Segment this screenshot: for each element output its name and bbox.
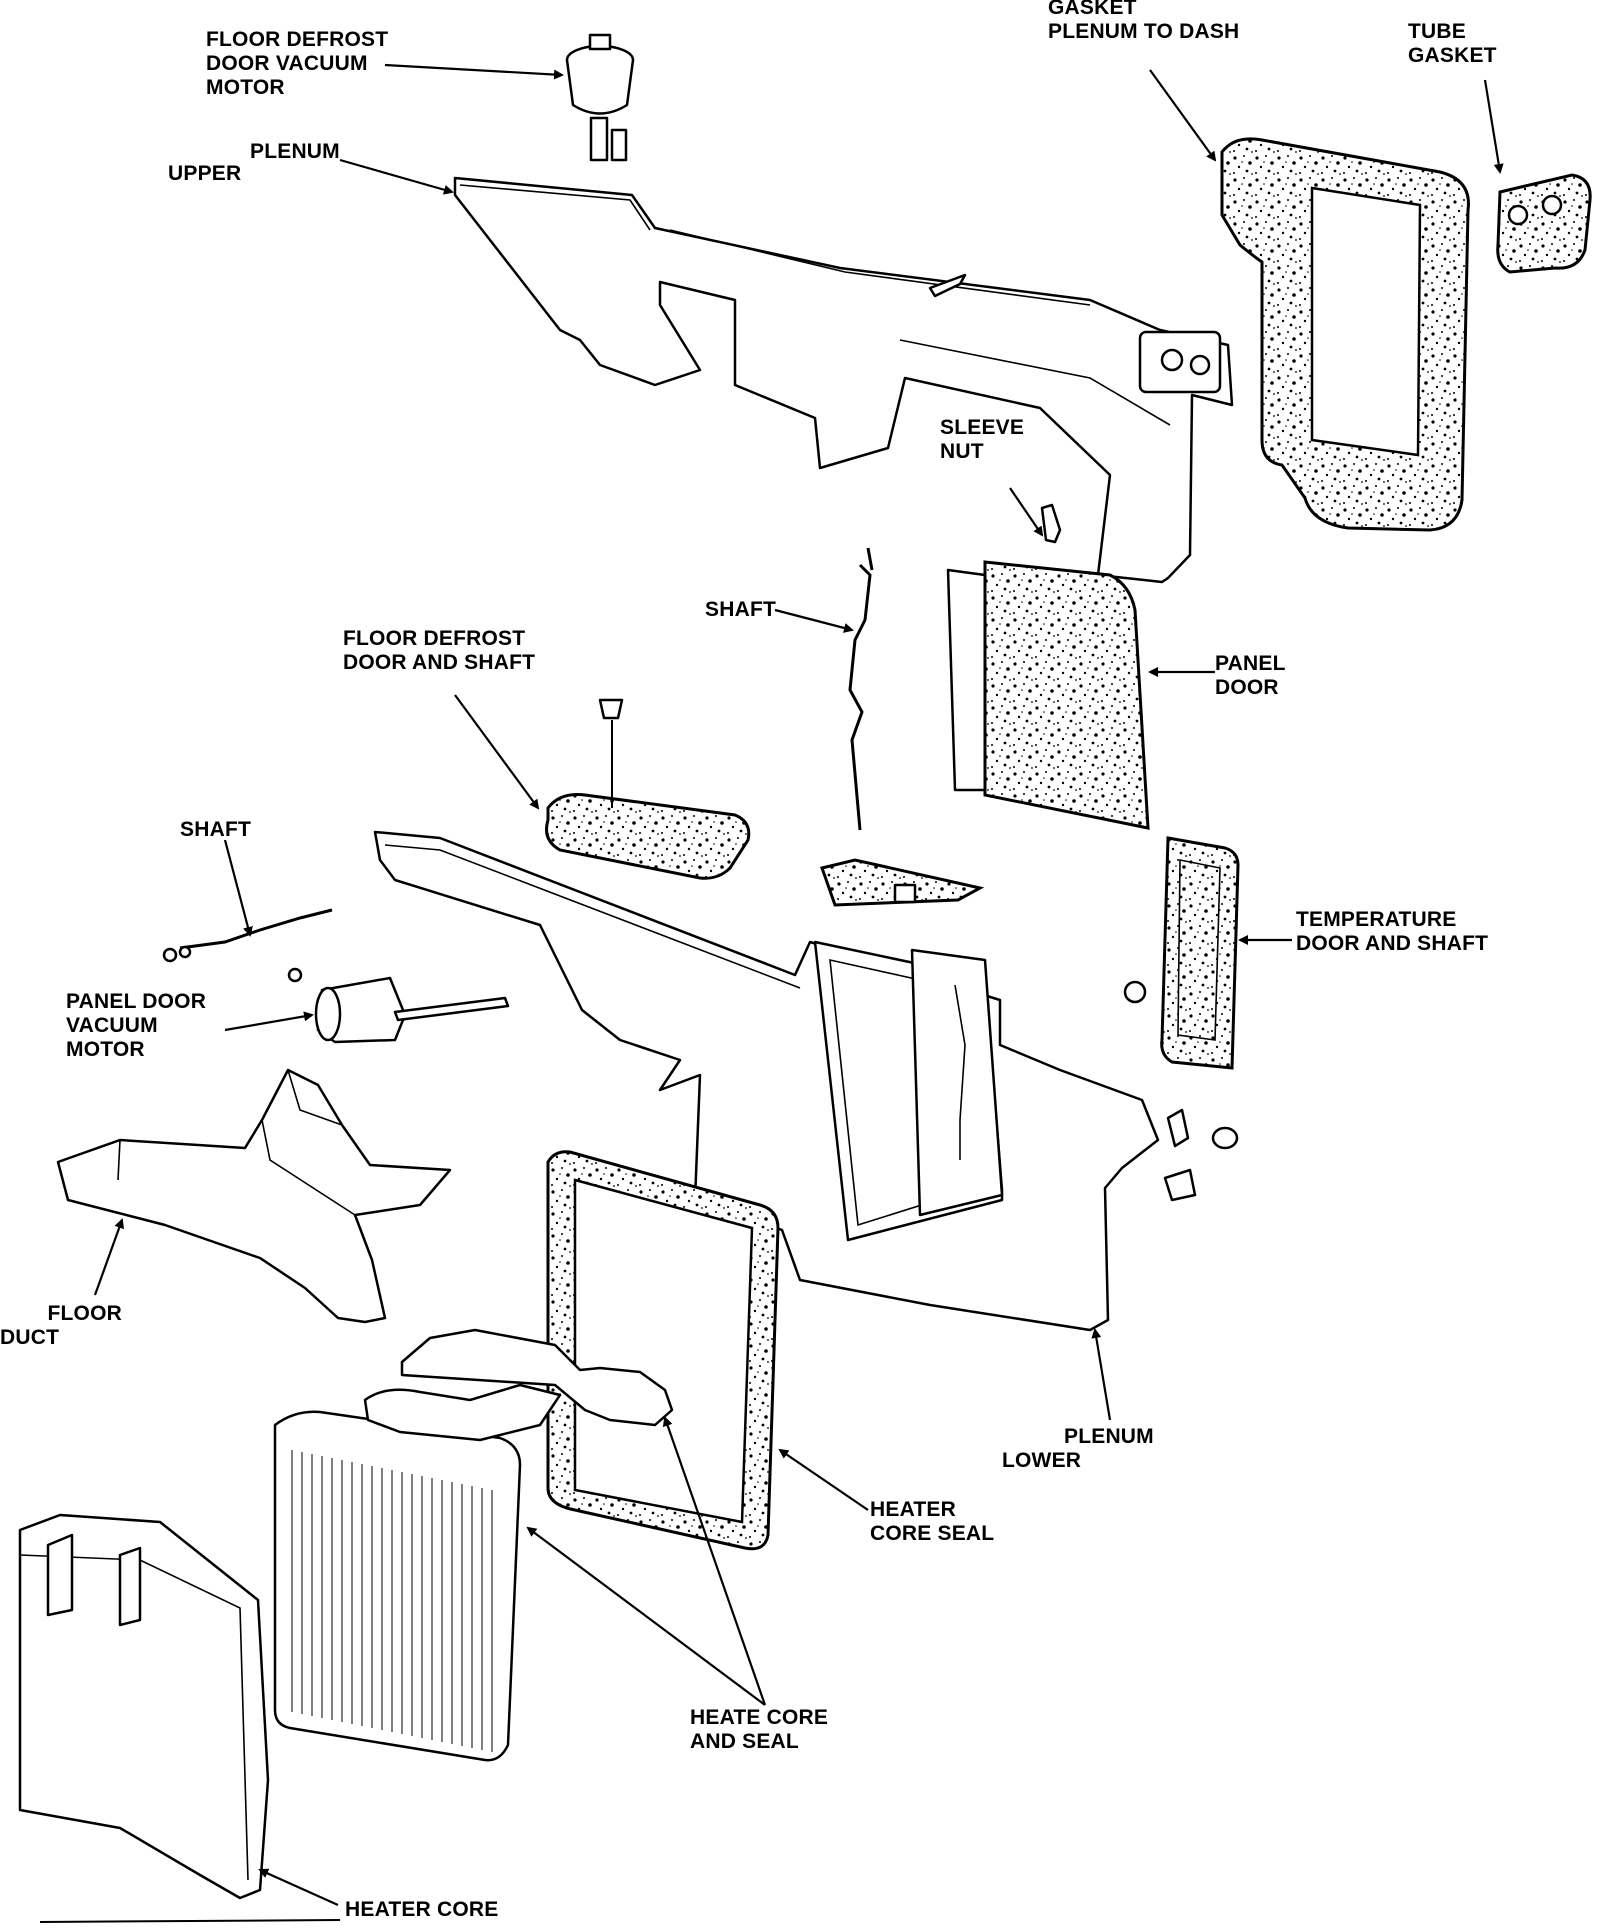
shaft-left-part [162, 908, 333, 963]
sleeve-nut-part [1040, 503, 1062, 544]
label-upper-plenum-plenum: PLENUM [250, 140, 340, 163]
label-tube-gasket: TUBE GASKET [1408, 20, 1497, 67]
label-shaft-upper: SHAFT [705, 598, 776, 621]
floor-defrost-door-part [545, 698, 751, 880]
tube-gasket-part [1496, 173, 1592, 274]
label-shaft-left: SHAFT [180, 818, 251, 841]
heater-core-tube-cover-part [400, 1328, 674, 1427]
label-floor-defrost-door-and-shaft: FLOOR DEFROST DOOR AND SHAFT [343, 627, 536, 674]
gasket-plenum-to-dash-part [1220, 137, 1470, 532]
lower-plenum-part [373, 830, 1160, 1332]
upper-plenum-part [453, 176, 1234, 584]
shaft-vertical-part [848, 547, 874, 831]
door-plate-part [820, 858, 985, 907]
label-plenum-lower: PLENUM LOWER [1002, 1425, 1154, 1472]
label-upper-plenum-upper: UPPER [168, 162, 242, 185]
label-heater-core-seal: HEATER CORE SEAL [870, 1498, 995, 1545]
heater-core-seal-part [546, 1150, 780, 1551]
label-floor-duct: FLOOR DUCT [0, 1302, 122, 1349]
label-floor-defrost-door-vacuum-motor: FLOOR DEFROST DOOR VACUUM MOTOR [206, 28, 389, 99]
heater-core-housing-part [18, 1513, 270, 1900]
panel-door-part [946, 560, 1150, 830]
label-heate-core-and-seal: HEATE CORE AND SEAL [690, 1706, 829, 1753]
label-sleeve-nut: SLEEVE NUT [940, 416, 1025, 463]
floor-duct-part [56, 1068, 452, 1324]
heater-core-part [273, 1383, 562, 1762]
label-panel-door: PANEL DOOR [1215, 652, 1286, 699]
label-temperature-door-and-shaft: TEMPERATURE DOOR AND SHAFT [1296, 908, 1489, 955]
label-heater-core: HEATER CORE [345, 1898, 499, 1921]
label-gasket-plenum-to-dash: GASKET PLENUM TO DASH [1048, 0, 1240, 43]
temperature-door-part [1123, 836, 1240, 1202]
panel-door-vacuum-motor-part [287, 967, 510, 1044]
floor-defrost-vacuum-motor-part [565, 33, 635, 162]
leader-lines [93, 63, 1504, 1907]
label-panel-door-vacuum-motor: PANEL DOOR VACUUM MOTOR [66, 990, 207, 1061]
